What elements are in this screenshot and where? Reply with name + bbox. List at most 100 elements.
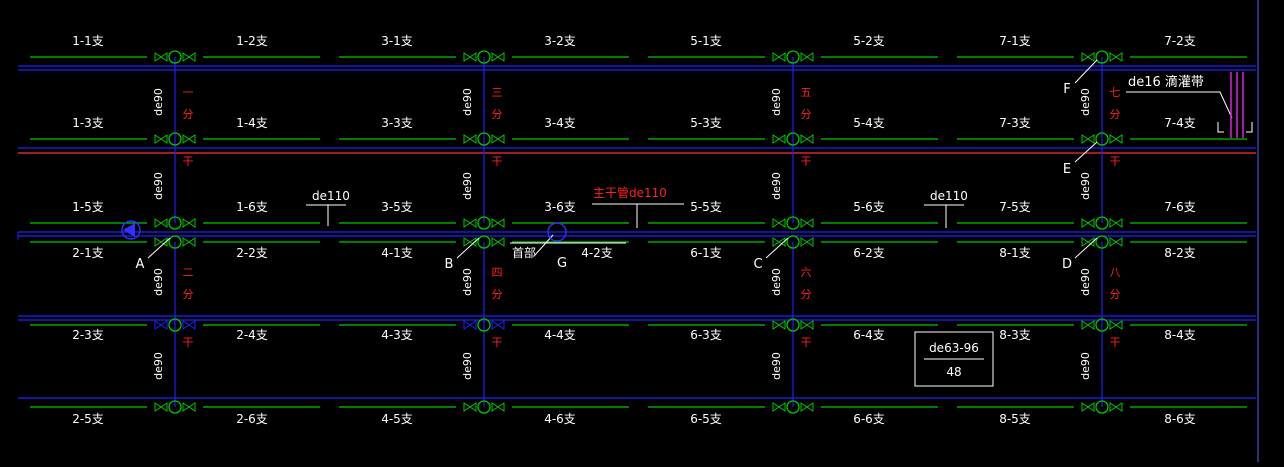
branch-mark: 二 (183, 266, 194, 279)
lateral-label: 4-4支 (544, 328, 576, 342)
branch-mark: 分 (492, 288, 503, 301)
valve-icon (497, 402, 505, 412)
junction-circle (168, 235, 182, 249)
valve-icon (1087, 402, 1095, 412)
lateral-label: 5-5支 (690, 200, 722, 214)
valve-icon (497, 320, 505, 330)
valve-icon (188, 134, 196, 144)
valve-icon (463, 218, 471, 228)
branch-marks: 一 分 干 三 分 干 五 分 干 七 分 干 二 分 干 四 分 干 六 分 … (183, 86, 1121, 349)
junction-circle (786, 50, 800, 64)
valve-icon (188, 402, 196, 412)
pipe-size-label: de90 (152, 172, 165, 200)
branch-mark: 八 (1110, 266, 1121, 279)
valve-icon (1109, 320, 1117, 330)
pipe-size-label: de90 (770, 268, 783, 296)
lateral-label: 1-5支 (72, 200, 104, 214)
legend-box (914, 331, 994, 387)
valve-icon (160, 320, 168, 330)
pipe-size-label: de90 (152, 88, 165, 116)
lateral-label: 2-5支 (72, 412, 104, 426)
valve-icon (497, 237, 505, 247)
lateral-label: 2-2支 (236, 246, 268, 260)
valve-icon (463, 134, 471, 144)
valve-icon (778, 320, 786, 330)
node-letter-c: C (753, 257, 762, 272)
valve-icon (1109, 218, 1117, 228)
lateral-label: 6-1支 (690, 246, 722, 260)
lateral-label: 7-1支 (999, 34, 1031, 48)
valve-icon (491, 218, 499, 228)
valve-icon (160, 402, 168, 412)
lateral-label: 5-6支 (853, 200, 885, 214)
valve-icon (160, 52, 168, 62)
head-label: 首部 (512, 245, 536, 260)
valve-icon (188, 320, 196, 330)
valve-icon (772, 134, 780, 144)
branch-mark: 一 (183, 86, 194, 99)
valve-icon (800, 320, 808, 330)
valve-icon (497, 218, 505, 228)
junction-circle (168, 216, 182, 230)
lateral-label: 3-4支 (544, 116, 576, 130)
valve-icon (154, 402, 162, 412)
branch-mark: 六 (801, 266, 812, 279)
branch-mark: 干 (183, 155, 194, 168)
valve-icon (491, 402, 499, 412)
valve-icon (182, 218, 190, 228)
lateral-label: 1-6支 (236, 200, 268, 214)
drip-tape-label: de16 滴灌带 (1128, 74, 1204, 90)
valve-icon (491, 320, 499, 330)
lateral-label: 7-2支 (1164, 34, 1196, 48)
valve-icon (800, 134, 808, 144)
branch-mark: 五 (801, 86, 812, 99)
pipe-size-label: de90 (1079, 172, 1092, 200)
manifold-lines (18, 65, 1256, 399)
lateral-label: 5-1支 (690, 34, 722, 48)
valve-icon (188, 237, 196, 247)
valve-icon (772, 218, 780, 228)
valve-icon (491, 237, 499, 247)
valve-icon (806, 52, 814, 62)
lateral-label: 2-1支 (72, 246, 104, 260)
valve-icon (1087, 320, 1095, 330)
node-letter-text: A B C D E F G (136, 82, 1072, 272)
de110-left-label: de110 (312, 189, 350, 203)
valve-icon (491, 52, 499, 62)
valve-icon (188, 218, 196, 228)
junction-circle (168, 318, 182, 332)
valve-icon (1115, 134, 1123, 144)
valve-junctions (154, 50, 1123, 414)
lateral-label: 4-6支 (544, 412, 576, 426)
valve-icon (1081, 218, 1089, 228)
lateral-label: 1-1支 (72, 34, 104, 48)
valve-icon (160, 134, 168, 144)
valve-icon (1115, 218, 1123, 228)
lateral-label: 1-2支 (236, 34, 268, 48)
pipe-size-label: de90 (461, 172, 474, 200)
lateral-label: 5-3支 (690, 116, 722, 130)
lateral-label: 6-6支 (853, 412, 885, 426)
pipe-size-label: de90 (770, 88, 783, 116)
node-letter-f: F (1063, 82, 1070, 97)
branch-mark: 干 (1110, 155, 1121, 168)
valve-icon (1081, 52, 1089, 62)
lateral-label: 6-5支 (690, 412, 722, 426)
legend-bottom-text: 48 (946, 365, 961, 379)
lateral-label: 3-1支 (381, 34, 413, 48)
valve-g-icon (547, 222, 567, 242)
legend-top-text: de63-96 (929, 341, 979, 355)
junction-circle (1095, 132, 1109, 146)
lateral-label: 8-5支 (999, 412, 1031, 426)
lateral-label: 1-3支 (72, 116, 104, 130)
branch-mark: 干 (1110, 336, 1121, 349)
valve-icon (1081, 237, 1089, 247)
branch-mark: 分 (492, 108, 503, 121)
junction-circle (1095, 235, 1109, 249)
junction-circle (1095, 50, 1109, 64)
lateral-label: 3-6支 (544, 200, 576, 214)
valve-icon (1109, 402, 1117, 412)
valve-icon (182, 320, 190, 330)
junction-circle (477, 50, 491, 64)
junction-circle (168, 132, 182, 146)
